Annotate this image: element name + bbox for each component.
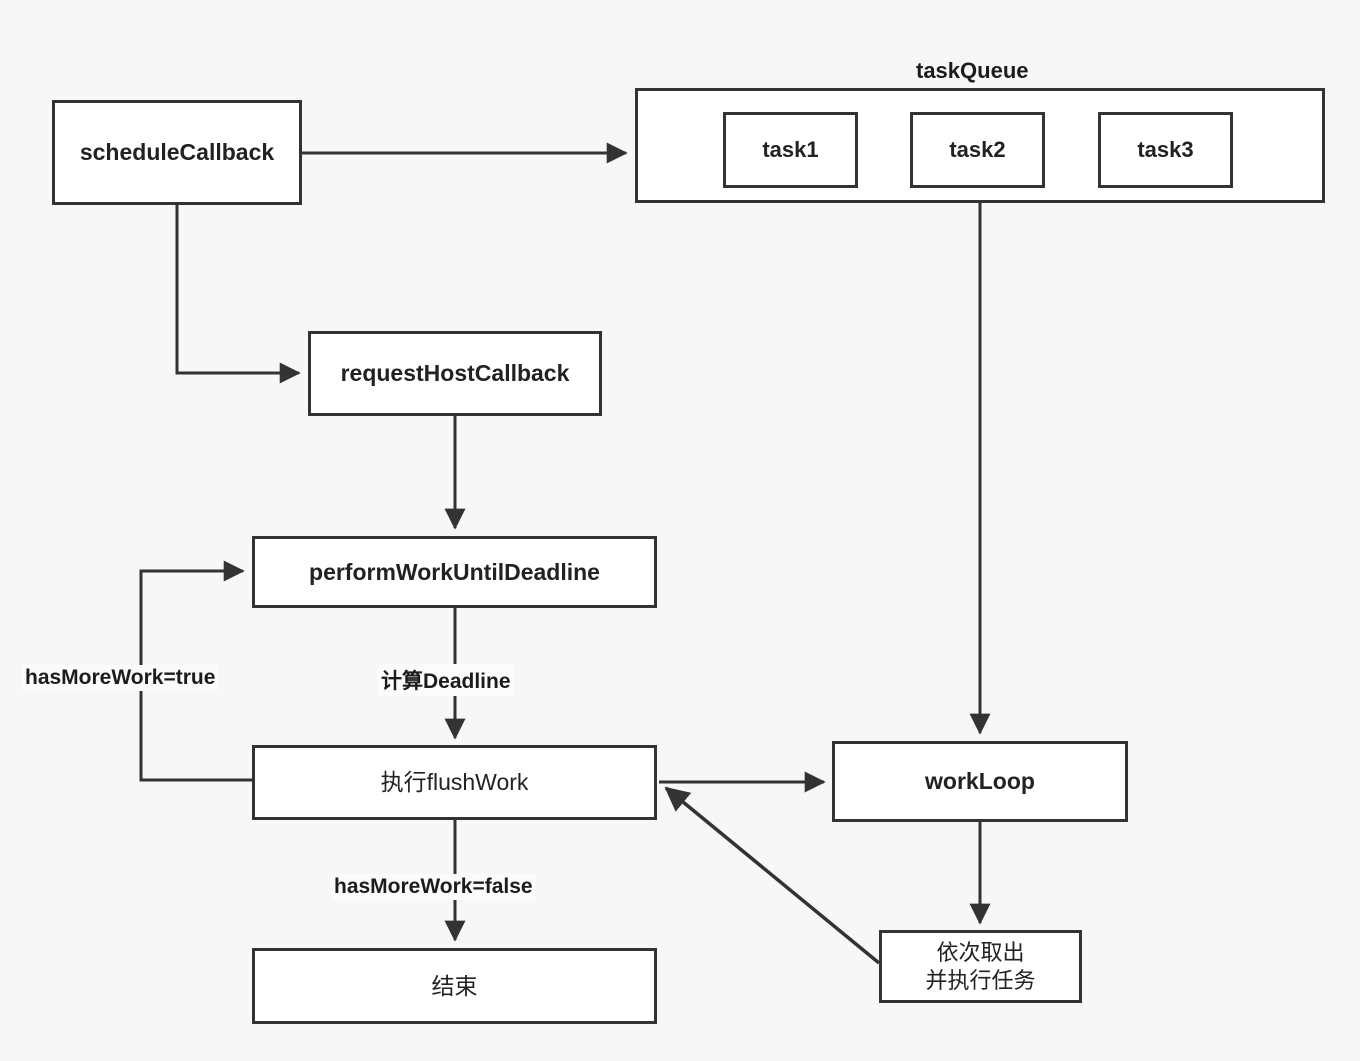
edge-schedulecallback-to-requesthostcallback [175,205,301,384]
node-schedule-callback[interactable]: scheduleCallback [52,100,302,205]
node-label: 执行flushWork [380,769,529,796]
task-item-1[interactable]: task1 [723,112,858,188]
node-label-line1: 依次取出 [936,940,1025,965]
edge-label-has-more-work-false: hasMoreWork=false [331,874,536,900]
node-work-loop[interactable]: workLoop [832,741,1128,822]
node-request-host-callback[interactable]: requestHostCallback [308,331,602,416]
node-end[interactable]: 结束 [252,948,657,1024]
task-item-3[interactable]: task3 [1098,112,1233,188]
edge-label-compute-deadline: 计算Deadline [378,664,514,696]
taskqueue-title: taskQueue [916,58,1029,83]
node-label: performWorkUntilDeadline [309,558,600,585]
node-label: 结束 [431,972,478,999]
task-item-2[interactable]: task2 [910,112,1045,188]
node-label: requestHostCallback [340,360,570,387]
edge-label-has-more-work-true: hasMoreWork=true [22,665,219,691]
task-item-label: task2 [949,137,1006,162]
node-perform-work-until-deadline[interactable]: performWorkUntilDeadline [252,536,657,608]
node-take-tasks[interactable]: 依次取出 并执行任务 [879,930,1082,1003]
node-label-line2: 并执行任务 [925,967,1036,993]
node-flush-work[interactable]: 执行flushWork [252,745,657,820]
node-label: workLoop [925,768,1035,795]
task-item-label: task3 [1137,137,1194,162]
task-item-label: task1 [762,137,819,162]
node-label: scheduleCallback [79,139,275,166]
